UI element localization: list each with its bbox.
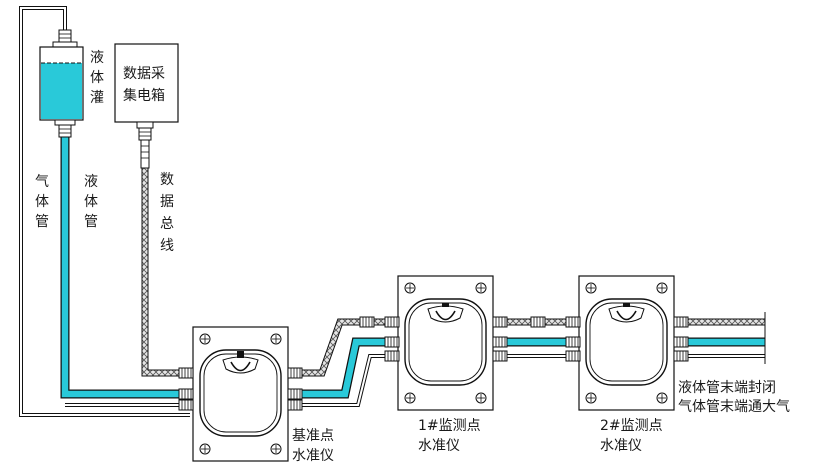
liquid-pipe-label: 液 体 管 bbox=[84, 174, 98, 230]
svg-text:体: 体 bbox=[84, 194, 98, 210]
monitor-1-level-instrument bbox=[397, 275, 494, 411]
liquid-tank bbox=[39, 29, 84, 138]
svg-text:液: 液 bbox=[90, 50, 104, 66]
svg-text:数据采: 数据采 bbox=[123, 66, 165, 82]
liquid-end-note: 液体管末端封闭 bbox=[678, 380, 776, 396]
daq-box-label: 数据采 集电箱 bbox=[123, 66, 165, 104]
svg-text:管: 管 bbox=[35, 214, 49, 230]
svg-text:1#监测点: 1#监测点 bbox=[418, 418, 481, 434]
svg-text:据: 据 bbox=[160, 194, 174, 210]
svg-text:水准仪: 水准仪 bbox=[292, 448, 334, 464]
liquid-pipe-main bbox=[60, 130, 190, 399]
gas-end-note: 气体管末端通大气 bbox=[678, 399, 790, 415]
svg-text:2#监测点: 2#监测点 bbox=[600, 418, 663, 434]
svg-text:体: 体 bbox=[90, 70, 104, 86]
svg-text:水准仪: 水准仪 bbox=[600, 438, 642, 454]
reference-level-instrument bbox=[192, 326, 289, 462]
svg-text:液: 液 bbox=[84, 174, 98, 190]
svg-text:灌: 灌 bbox=[90, 90, 104, 106]
svg-text:水准仪: 水准仪 bbox=[418, 438, 460, 454]
svg-text:体: 体 bbox=[35, 194, 49, 210]
data-bus-label: 数 据 总 线 bbox=[160, 172, 174, 254]
svg-text:数: 数 bbox=[160, 172, 174, 188]
liquid-tank-label: 液 体 灌 bbox=[90, 50, 104, 106]
svg-text:线: 线 bbox=[160, 238, 174, 254]
svg-text:基准点: 基准点 bbox=[292, 427, 334, 444]
daq-box bbox=[114, 43, 179, 169]
gas-pipe-label: 气 体 管 bbox=[35, 174, 49, 230]
svg-text:总: 总 bbox=[160, 216, 174, 232]
svg-text:集电箱: 集电箱 bbox=[123, 87, 165, 104]
monitor-point-1-label: 1#监测点 水准仪 bbox=[418, 418, 481, 454]
svg-text:气: 气 bbox=[35, 174, 49, 190]
monitor-point-2-label: 2#监测点 水准仪 bbox=[600, 418, 663, 454]
svg-text:管: 管 bbox=[84, 214, 98, 230]
reference-point-label: 基准点 水准仪 bbox=[292, 427, 334, 464]
monitor-2-level-instrument bbox=[578, 275, 675, 411]
